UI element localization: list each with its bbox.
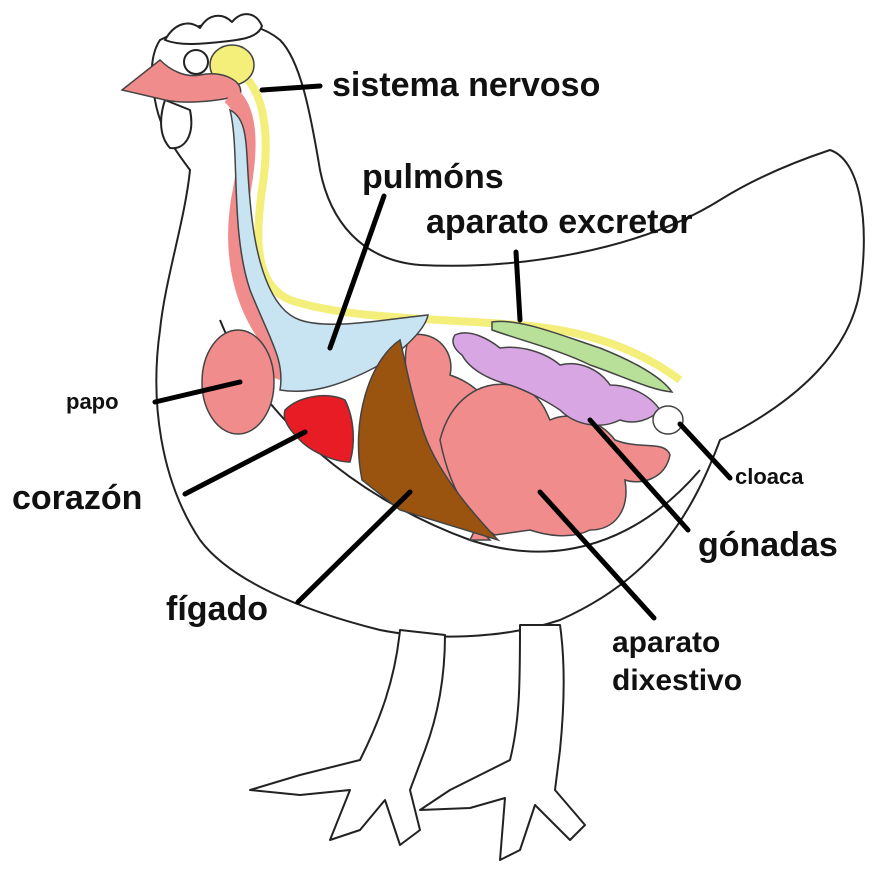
label-heart: corazón — [12, 481, 142, 515]
label-digestive-line1: aparato — [612, 628, 742, 658]
cloaca-organ — [653, 406, 683, 434]
label-cloaca: cloaca — [735, 466, 804, 488]
label-excretory-system: aparato excretor — [426, 205, 692, 239]
label-gonads: gónadas — [698, 528, 838, 562]
label-digestive-system: aparato dixestivo — [612, 628, 742, 696]
label-lungs: pulmóns — [362, 160, 504, 194]
label-digestive-line2: dixestivo — [612, 666, 742, 696]
label-crop: papo — [66, 391, 119, 413]
label-liver: fígado — [166, 592, 268, 626]
left-leg — [250, 630, 445, 845]
eye — [184, 50, 208, 74]
label-nervous-system: sistema nervoso — [332, 68, 600, 102]
